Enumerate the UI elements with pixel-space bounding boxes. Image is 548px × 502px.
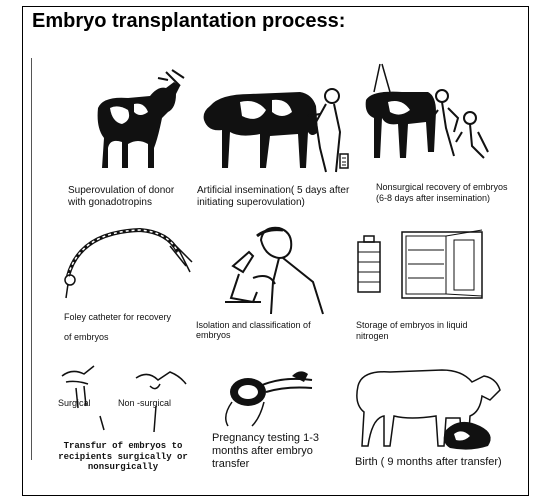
step-9-label: Birth ( 9 months after transfer) bbox=[355, 456, 502, 469]
surgical-label: Surgical bbox=[58, 398, 91, 408]
step-1-label: Superovulation of donor with gonadotropi… bbox=[68, 185, 174, 209]
microscope-icon bbox=[213, 222, 333, 318]
step-5-label: Isolation and classification of embryos bbox=[196, 320, 311, 340]
step-4-label: Foley catheter for recovery of embryos bbox=[64, 312, 171, 342]
cow-insemination-icon bbox=[200, 72, 360, 182]
nonsurgical-label: Non -surgical bbox=[118, 398, 171, 408]
divider bbox=[31, 58, 32, 460]
step-2-label: Artificial insemination( 5 days after in… bbox=[197, 185, 349, 209]
pregnancy-test-icon bbox=[212, 362, 322, 432]
page-title: Embryo transplantation process: bbox=[32, 10, 345, 33]
step-8-label: Pregnancy testing 1-3 months after embry… bbox=[212, 432, 319, 471]
step-7-label: Transfur of embryos to recipients surgic… bbox=[48, 441, 198, 473]
step-6-label: Storage of embryos in liquid nitrogen bbox=[356, 320, 468, 342]
nitrogen-storage-icon bbox=[354, 226, 494, 306]
cow-injection-icon bbox=[88, 68, 188, 178]
step-3-label: Nonsurgical recovery of embryos (6-8 day… bbox=[376, 182, 508, 204]
cow-recovery-icon bbox=[362, 62, 497, 174]
foley-catheter-icon bbox=[60, 222, 200, 302]
birth-icon bbox=[350, 356, 510, 456]
